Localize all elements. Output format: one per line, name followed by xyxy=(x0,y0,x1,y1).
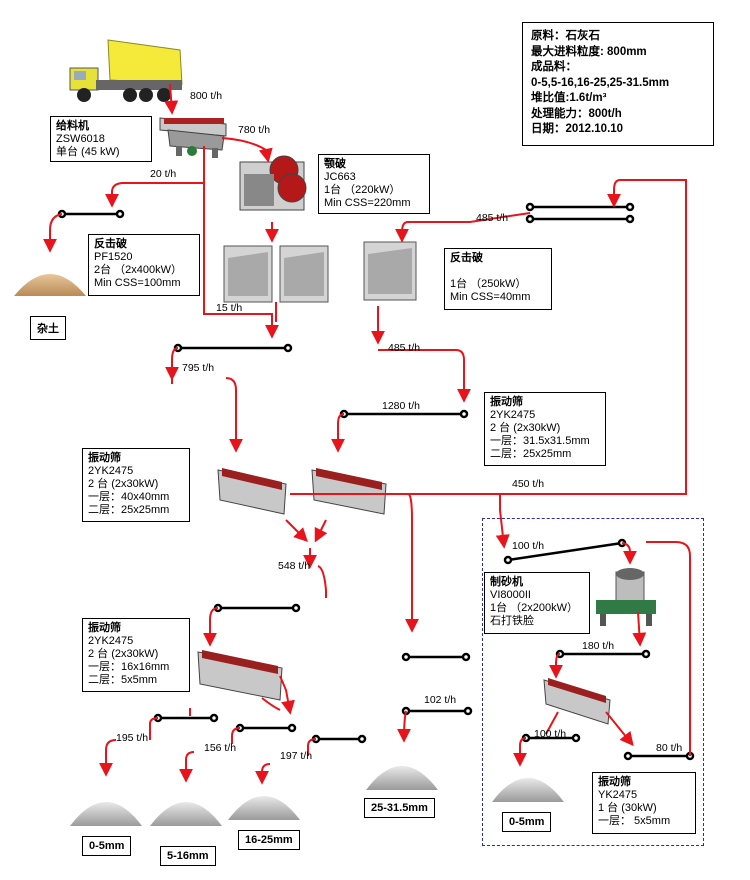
stone-pile-icon xyxy=(150,802,222,826)
jaw-title: 颚破 xyxy=(324,158,346,170)
screen-left-layer2: 二层：25x25mm xyxy=(88,504,170,516)
raw-material: 原料：石灰石 xyxy=(531,30,600,42)
flow-label: 485 t/h xyxy=(388,342,421,354)
screen-mid-info-box: 振动筛 2YK2475 2 台 (2x30kW) 一层：16x16mm 二层：5… xyxy=(82,618,190,692)
screen-small-qty: 1 台 (30kW) xyxy=(598,802,657,814)
screen-mid-qty: 2 台 (2x30kW) xyxy=(88,648,159,660)
screen-left-title: 振动筛 xyxy=(88,452,121,464)
flow-label: 795 t/h xyxy=(182,362,215,374)
flow-label: 100 t/h xyxy=(512,540,545,552)
flow-label: 548 t/h xyxy=(278,560,311,572)
flow-label: 485 t/h xyxy=(476,212,509,224)
screen-small-layer1: 一层： 5x5mm xyxy=(598,815,671,827)
screen-mid-title: 振动筛 xyxy=(88,622,121,634)
screen-mid-icon xyxy=(197,650,283,701)
impact2-title: 反击破 xyxy=(450,252,483,264)
impact-crusher-icon xyxy=(363,241,417,301)
flow-label: 156 t/h xyxy=(204,742,237,754)
impact1-title: 反击破 xyxy=(94,238,127,250)
vibrating-feeder-icon xyxy=(159,117,227,158)
stone-pile-icon xyxy=(70,802,142,826)
flow-label: 780 t/h xyxy=(238,124,271,136)
screen-small-info-box: 振动筛 YK2475 1 台 (30kW) 一层： 5x5mm xyxy=(592,772,696,834)
date: 日期：2012.10.10 xyxy=(531,123,624,135)
screen-left-qty: 2 台 (2x30kW) xyxy=(88,478,159,490)
impact-crusher-1-info-box: 反击破 PF1520 2台 （2x400kW） Min CSS=100mm xyxy=(88,234,200,296)
screen-right-info-box: 振动筛 2YK2475 2 台 (2x30kW) 一层：31.5x31.5mm … xyxy=(484,392,606,466)
dump-truck-icon xyxy=(69,39,183,102)
impact1-css: Min CSS=100mm xyxy=(94,277,181,289)
sand-making-section-border xyxy=(482,518,704,846)
screen-right-qty: 2 台 (2x30kW) xyxy=(490,422,561,434)
feeder-model: ZSW6018 xyxy=(56,133,105,145)
jaw-css: Min CSS=220mm xyxy=(324,197,411,209)
flow-label: 1280 t/h xyxy=(382,400,420,412)
screen-mid-layer2: 二层：5x5mm xyxy=(88,674,158,686)
jaw-model: JC663 xyxy=(324,171,356,183)
flow-arrows xyxy=(43,83,691,785)
flow-label: 800 t/h xyxy=(190,90,223,102)
screen-mid-model: 2YK2475 xyxy=(88,635,134,647)
capacity: 处理能力：800t/h xyxy=(531,107,622,120)
flow-label: 450 t/h xyxy=(512,478,545,490)
impact-crusher-2-info-box: 反击破 1台 （250kW） Min CSS=40mm xyxy=(444,248,552,310)
flow-label: 197 t/h xyxy=(280,750,313,762)
feeder-title: 给料机 xyxy=(56,120,89,132)
screen-right-title: 振动筛 xyxy=(490,396,523,408)
impact-crusher-pair-icon xyxy=(223,245,329,303)
pile-label-waste: 杂土 xyxy=(30,316,66,340)
screen-right-layer2: 二层：25x25mm xyxy=(490,448,572,460)
pile-label-16-25: 16-25mm xyxy=(238,830,300,850)
sand-maker-model: VI8000II xyxy=(490,589,531,601)
feeder-spec: 单台 (45 kW) xyxy=(56,146,120,158)
products-title: 成品料： xyxy=(531,61,577,73)
sand-maker-note: 石打铁脸 xyxy=(490,615,534,627)
screen-small-model: YK2475 xyxy=(598,789,638,801)
pile-label-25-31.5: 25-31.5mm xyxy=(364,798,435,818)
bulk-density: 堆比值:1.6t/m³ xyxy=(531,92,607,104)
sand-maker-title: 制砂机 xyxy=(490,576,523,588)
screen-left-model: 2YK2475 xyxy=(88,465,134,477)
flow-label: 15 t/h xyxy=(216,302,243,314)
flow-label: 20 t/h xyxy=(150,168,177,180)
screen-small-icon xyxy=(543,678,611,725)
stone-pile-icon xyxy=(228,796,300,820)
pile-label-0-5: 0-5mm xyxy=(82,836,132,856)
stone-pile-icon xyxy=(492,778,564,802)
impact1-model: PF1520 xyxy=(94,251,133,263)
flow-label: 195 t/h xyxy=(116,732,149,744)
impact1-qty: 2台 （2x400kW） xyxy=(94,264,183,276)
flow-label: 100 t/h xyxy=(534,728,567,740)
jaw-crusher-icon xyxy=(239,155,307,211)
products-list: 0-5,5-16,16-25,25-31.5mm xyxy=(531,76,670,89)
screen-mid-layer1: 一层：16x16mm xyxy=(88,661,170,673)
flow-label: 80 t/h xyxy=(656,742,683,754)
feeder-info-box: 给料机 ZSW6018 单台 (45 kW) xyxy=(50,116,152,162)
stone-pile-icon xyxy=(366,766,438,790)
max-feed-size: 最大进料粒度: 800mm xyxy=(531,45,647,58)
impact2-qty: 1台 （250kW） xyxy=(450,278,527,290)
flow-label: 102 t/h xyxy=(424,694,457,706)
screen-pair-icon xyxy=(217,468,387,515)
sand-maker-icon xyxy=(596,568,656,626)
pile-label-5-16: 5-16mm xyxy=(160,846,216,866)
screen-left-layer1: 一层：40x40mm xyxy=(88,491,170,503)
screen-right-layer1: 一层：31.5x31.5mm xyxy=(490,435,590,447)
sand-maker-info-box: 制砂机 VI8000II 1台 （2x200kW） 石打铁脸 xyxy=(484,572,590,634)
jaw-crusher-info-box: 颚破 JC663 1台 （220kW） Min CSS=220mm xyxy=(318,154,430,214)
waste-pile-icon xyxy=(14,274,86,296)
sand-maker-qty: 1台 （2x200kW） xyxy=(490,602,579,614)
project-info-box: 原料：石灰石 最大进料粒度: 800mm 成品料： 0-5,5-16,16-25… xyxy=(522,22,714,146)
impact2-css: Min CSS=40mm xyxy=(450,291,531,303)
screen-right-model: 2YK2475 xyxy=(490,409,536,421)
pile-label-0-5-sand: 0-5mm xyxy=(502,812,552,832)
screen-left-info-box: 振动筛 2YK2475 2 台 (2x30kW) 一层：40x40mm 二层：2… xyxy=(82,448,190,522)
screen-small-title: 振动筛 xyxy=(598,776,631,788)
flow-label: 180 t/h xyxy=(582,640,615,652)
jaw-qty: 1台 （220kW） xyxy=(324,184,401,196)
